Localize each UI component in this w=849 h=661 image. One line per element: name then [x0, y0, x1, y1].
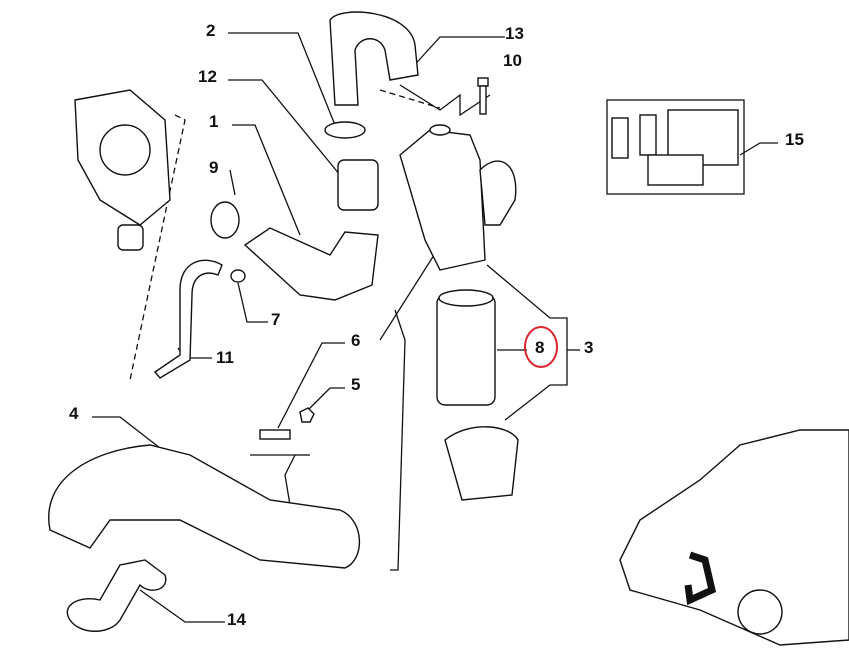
callout-9[interactable]: 9 — [209, 158, 219, 177]
part-1-hose — [243, 227, 379, 301]
part-9-clamp — [210, 201, 240, 239]
leader-15 — [739, 142, 778, 156]
part-4-duct — [48, 444, 361, 569]
part-2-clamp — [324, 121, 366, 139]
leader-4 — [92, 416, 161, 449]
part-air-housing — [399, 129, 486, 271]
callout-7[interactable]: 7 — [271, 310, 281, 329]
callout-15[interactable]: 15 — [785, 130, 804, 149]
part-7-clamp — [230, 269, 246, 283]
leader-6 — [277, 342, 345, 429]
leader-12 — [228, 79, 341, 176]
callout-6[interactable]: 6 — [351, 331, 361, 350]
part-13-hose — [329, 11, 419, 106]
leader-14 — [139, 589, 225, 623]
part-8-filter-element — [436, 294, 496, 406]
callout-5[interactable]: 5 — [351, 375, 361, 394]
part-5-nut — [299, 407, 315, 423]
part-6-bolt — [259, 429, 291, 440]
leader-1 — [232, 124, 301, 236]
callout-11[interactable]: 11 — [216, 348, 234, 367]
part-11-hose — [153, 259, 223, 379]
callout-4[interactable]: 4 — [69, 404, 79, 423]
highlight-circle — [524, 326, 558, 368]
car-illustration — [619, 429, 849, 646]
leader-13 — [409, 36, 505, 71]
callout-2[interactable]: 2 — [206, 21, 216, 40]
part-3-lower — [444, 426, 519, 501]
callout-3[interactable]: 3 — [584, 338, 594, 357]
filter-kit-box — [606, 99, 745, 195]
leader-7 — [237, 282, 268, 323]
callout-13[interactable]: 13 — [505, 24, 524, 43]
part-12-sensor — [337, 159, 379, 211]
part-14-bracket — [66, 559, 167, 632]
callout-10[interactable]: 10 — [503, 51, 522, 70]
callout-14[interactable]: 14 — [227, 610, 246, 629]
callout-12[interactable]: 12 — [198, 67, 217, 86]
bracket-3 — [486, 264, 568, 421]
leader-2 — [228, 32, 336, 126]
leader-5 — [307, 387, 345, 411]
part-10-bolt — [477, 77, 489, 87]
callout-1[interactable]: 1 — [209, 112, 219, 131]
callout-8[interactable]: 8 — [535, 338, 545, 357]
leader-9 — [229, 169, 236, 196]
